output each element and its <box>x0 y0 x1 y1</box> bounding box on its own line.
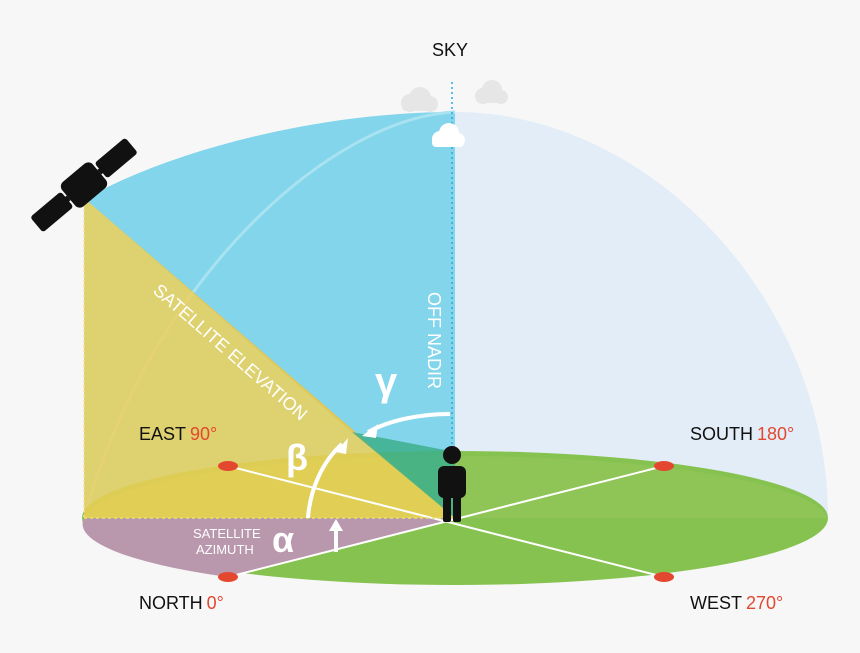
alpha-symbol: α <box>272 519 294 560</box>
cloud-icon <box>475 80 508 104</box>
azimuth-label-line1: SATELLITE <box>193 526 261 541</box>
gamma-symbol: γ <box>375 360 398 404</box>
cloud-icon <box>432 123 465 147</box>
off-nadir-wedge <box>352 432 455 518</box>
satellite-icon <box>31 138 137 232</box>
west-marker <box>654 572 674 582</box>
alpha-arrow-head <box>329 519 343 531</box>
sky-label: SKY <box>432 40 468 60</box>
beta-symbol: β <box>286 437 308 478</box>
azimuth-label-line2: AZIMUTH <box>196 542 254 557</box>
cloud-icon <box>401 87 438 112</box>
east-marker <box>218 461 238 471</box>
beta-arrow <box>306 442 344 519</box>
gamma-arrow-head <box>362 424 378 438</box>
azimuth-sector <box>82 518 456 577</box>
off-nadir-label: OFF NADIR <box>424 292 444 389</box>
sky-dome-light <box>455 112 828 518</box>
north-marker <box>218 572 238 582</box>
person-icon <box>438 446 466 522</box>
south-marker <box>654 461 674 471</box>
beta-arrow-head <box>336 438 348 454</box>
